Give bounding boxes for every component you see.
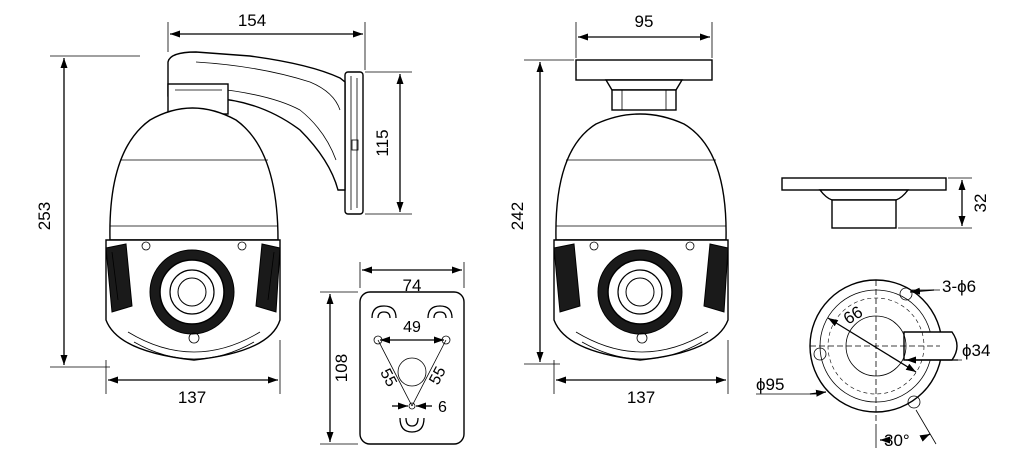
dim-base-holes: 3-ϕ6	[942, 277, 976, 296]
dim-base-height: 32	[971, 194, 990, 213]
dim-plate-hole-spacing: 49	[403, 319, 421, 336]
dim-plate-center-gap: 6	[438, 399, 447, 416]
base-side-dimensions: 32	[898, 177, 990, 229]
base-side-view	[781, 177, 947, 229]
front-view-dimensions: 95 242 137	[508, 12, 729, 407]
dim-mount-height: 115	[373, 129, 392, 156]
dim-base-angle: 30°	[884, 431, 910, 450]
dim-plate-diag-left: 55	[376, 366, 399, 390]
dim-plate-diag-right: 55	[426, 364, 449, 388]
dim-side-height: 253	[35, 202, 54, 230]
dim-plate-height: 108	[332, 354, 351, 382]
dim-base-outer-dia: ϕ95	[756, 375, 784, 394]
dim-plate-width: 74	[403, 276, 422, 295]
dim-base-inner-dia: ϕ34	[962, 341, 990, 360]
base-top-view	[809, 279, 958, 430]
dim-front-height: 242	[508, 202, 527, 230]
dim-side-arm-width: 154	[238, 11, 266, 30]
side-view-dimensions: 154 253 137 115	[35, 11, 412, 407]
plate-dimensions: 74 108	[320, 262, 465, 445]
dim-front-top-width: 95	[635, 12, 654, 31]
dim-side-bottom-width: 137	[178, 388, 206, 407]
dim-front-bottom-width: 137	[627, 388, 655, 407]
mounting-plate-view: 49 55 55 6	[359, 291, 465, 445]
front-view-camera	[553, 59, 729, 361]
side-view-camera	[105, 51, 364, 361]
